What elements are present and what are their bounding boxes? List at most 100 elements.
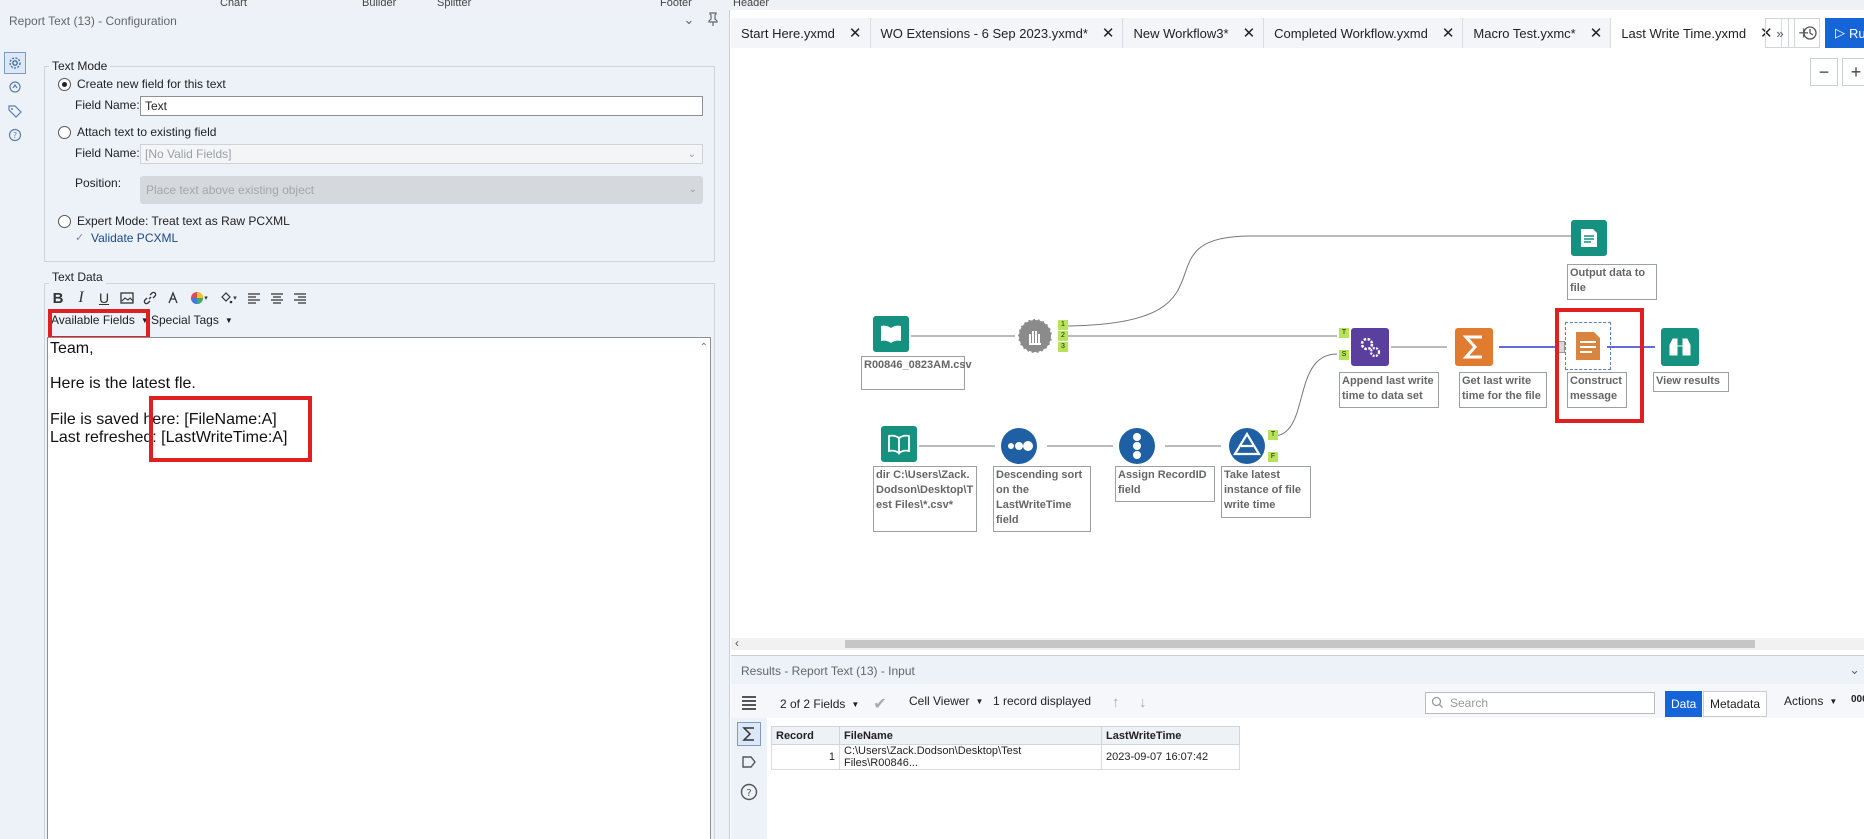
close-icon[interactable]: ✕: [1101, 25, 1115, 42]
available-fields-dropdown[interactable]: Available Fields▼: [51, 313, 149, 327]
output-anchor-false[interactable]: F: [1268, 452, 1278, 462]
canvas-horizontal-scrollbar[interactable]: ‹: [731, 636, 1864, 650]
field-name-input[interactable]: Text: [140, 96, 703, 116]
fill-color-icon[interactable]: ▾: [215, 288, 241, 308]
scroll-up-icon[interactable]: ⌃: [699, 342, 708, 353]
chevron-down-icon[interactable]: ⌄: [1849, 662, 1860, 677]
summarize-tool[interactable]: [1455, 328, 1493, 366]
history-icon[interactable]: [1795, 18, 1825, 48]
data-button[interactable]: Data: [1665, 691, 1703, 717]
sigma-icon[interactable]: [737, 722, 761, 746]
check-icon[interactable]: ✔: [873, 696, 887, 713]
bold-icon[interactable]: B: [52, 289, 64, 307]
tab-start-here[interactable]: Start Here.yxmd✕: [731, 18, 871, 48]
metadata-button[interactable]: Metadata: [1703, 691, 1768, 717]
annotation-icon[interactable]: [4, 76, 26, 98]
radio-attach-existing[interactable]: Attach text to existing field: [58, 125, 216, 139]
input-anchor-s[interactable]: S: [1339, 350, 1349, 360]
close-icon[interactable]: ✕: [1242, 25, 1256, 42]
caret-down-icon: ▼: [1829, 696, 1838, 706]
tab-completed-workflow[interactable]: Completed Workflow.yxmd✕: [1264, 18, 1464, 48]
cell-lastwritetime[interactable]: 2023-09-07 16:07:42: [1101, 744, 1240, 770]
output-data-tool[interactable]: [1571, 220, 1607, 256]
help-icon[interactable]: ?: [4, 124, 26, 146]
zoom-out-button[interactable]: −: [1810, 58, 1838, 86]
input-data-tool[interactable]: [873, 316, 909, 352]
arrow-up-icon[interactable]: ↑: [1112, 694, 1120, 711]
output-anchor-1[interactable]: 1: [1058, 320, 1068, 330]
tab-macro-test[interactable]: Macro Test.yxmc*✕: [1463, 18, 1612, 48]
scroll-left-icon[interactable]: ‹: [735, 636, 739, 650]
search-input[interactable]: Search: [1425, 692, 1655, 714]
font-icon[interactable]: [163, 288, 183, 308]
help-icon[interactable]: ?: [737, 780, 761, 804]
scrollbar-thumb[interactable]: [845, 640, 1755, 648]
zoom-in-button[interactable]: +: [1842, 58, 1864, 86]
tab-new-workflow3[interactable]: New Workflow3*✕: [1123, 18, 1265, 48]
align-center-icon[interactable]: [267, 288, 287, 308]
close-icon[interactable]: ✕: [1589, 25, 1603, 42]
overflow-tabs-icon[interactable]: »: [1765, 18, 1795, 48]
tab-last-write-time[interactable]: Last Write Time.yxmd✕: [1611, 18, 1782, 48]
cell-filename[interactable]: C:\Users\Zack.Dodson\Desktop\Test Files\…: [839, 744, 1102, 770]
field-name-select[interactable]: [No Valid Fields] ⌄: [140, 144, 703, 164]
close-icon[interactable]: ✕: [1441, 25, 1455, 42]
cell-record[interactable]: 1: [771, 744, 840, 770]
sample-tool[interactable]: [1015, 316, 1055, 356]
config-side-toolbar: ?: [4, 52, 30, 148]
align-left-icon[interactable]: [244, 288, 264, 308]
color-picker-icon[interactable]: ▾: [186, 288, 212, 308]
radio-create-new[interactable]: Create new field for this text: [58, 77, 226, 91]
position-select[interactable]: Place text above existing object ⌄: [140, 176, 703, 204]
output-anchor-3[interactable]: 3: [1058, 342, 1068, 352]
radio-button[interactable]: [58, 125, 71, 139]
more-icon[interactable]: 000: [1851, 694, 1864, 705]
filter-tool[interactable]: [1227, 426, 1267, 466]
validate-pcxml-checkbox[interactable]: ✓ Validate PCXML: [75, 231, 178, 245]
table-view-icon[interactable]: [737, 691, 761, 715]
record-id-tool[interactable]: [1117, 426, 1157, 466]
underline-icon[interactable]: U: [98, 290, 110, 306]
actions-dropdown[interactable]: Actions▼: [1784, 694, 1837, 708]
ribbon-item-footer[interactable]: Footer: [660, 0, 692, 9]
sort-tool[interactable]: [999, 426, 1039, 466]
align-right-icon[interactable]: [290, 288, 310, 308]
ribbon-item-header[interactable]: Header: [733, 0, 770, 9]
cell-viewer-dropdown[interactable]: Cell Viewer▼: [909, 694, 983, 708]
tag-icon[interactable]: [4, 100, 26, 122]
ribbon-item-builder[interactable]: Builder: [362, 0, 397, 9]
tag-icon[interactable]: [737, 750, 761, 774]
browse-tool[interactable]: [1661, 328, 1699, 366]
image-icon[interactable]: [117, 288, 137, 308]
gear-icon[interactable]: [4, 52, 26, 74]
output-anchor-2[interactable]: 2: [1058, 331, 1068, 341]
arrow-down-icon[interactable]: ↓: [1139, 694, 1147, 711]
pin-icon[interactable]: [705, 12, 721, 28]
text-data-editor[interactable]: Team, Here is the latest fle. File is sa…: [47, 337, 711, 839]
append-fields-tool[interactable]: [1351, 328, 1389, 366]
table-row[interactable]: 1 C:\Users\Zack.Dodson\Desktop\Test File…: [771, 744, 1240, 770]
column-header-lastwritetime[interactable]: LastWriteTime: [1101, 726, 1240, 745]
run-button[interactable]: ▷Ru: [1825, 18, 1864, 48]
input-anchor-t[interactable]: T: [1339, 328, 1349, 338]
radio-button[interactable]: [58, 77, 71, 91]
close-icon[interactable]: ✕: [848, 25, 862, 42]
fields-dropdown[interactable]: 2 of 2 Fields▼ ✔: [780, 694, 887, 714]
chevron-down-icon[interactable]: ⌄: [683, 12, 695, 27]
workflow-canvas[interactable]: R00846_0823AM.csv 1 2 3 Output data to f…: [731, 52, 1864, 648]
ribbon-item-chart[interactable]: Chart: [220, 0, 247, 9]
radio-label: Attach text to existing field: [77, 125, 217, 139]
radio-expert-mode[interactable]: Expert Mode: Treat text as Raw PCXML: [58, 214, 290, 228]
italic-icon[interactable]: I: [78, 289, 84, 306]
directory-tool[interactable]: [881, 426, 917, 462]
radio-button[interactable]: [58, 214, 71, 228]
link-icon[interactable]: [140, 288, 160, 308]
special-tags-dropdown[interactable]: Special Tags▼: [151, 313, 233, 327]
tab-wo-extensions[interactable]: WO Extensions - 6 Sep 2023.yxmd*✕: [870, 18, 1124, 48]
ribbon-item-splitter[interactable]: Splitter: [437, 0, 472, 9]
column-header-filename[interactable]: FileName: [839, 726, 1102, 745]
report-text-tool[interactable]: [1565, 322, 1611, 370]
close-icon[interactable]: ✕: [1760, 25, 1773, 42]
output-anchor-true[interactable]: T: [1268, 430, 1278, 440]
column-header-record[interactable]: Record: [771, 726, 840, 745]
